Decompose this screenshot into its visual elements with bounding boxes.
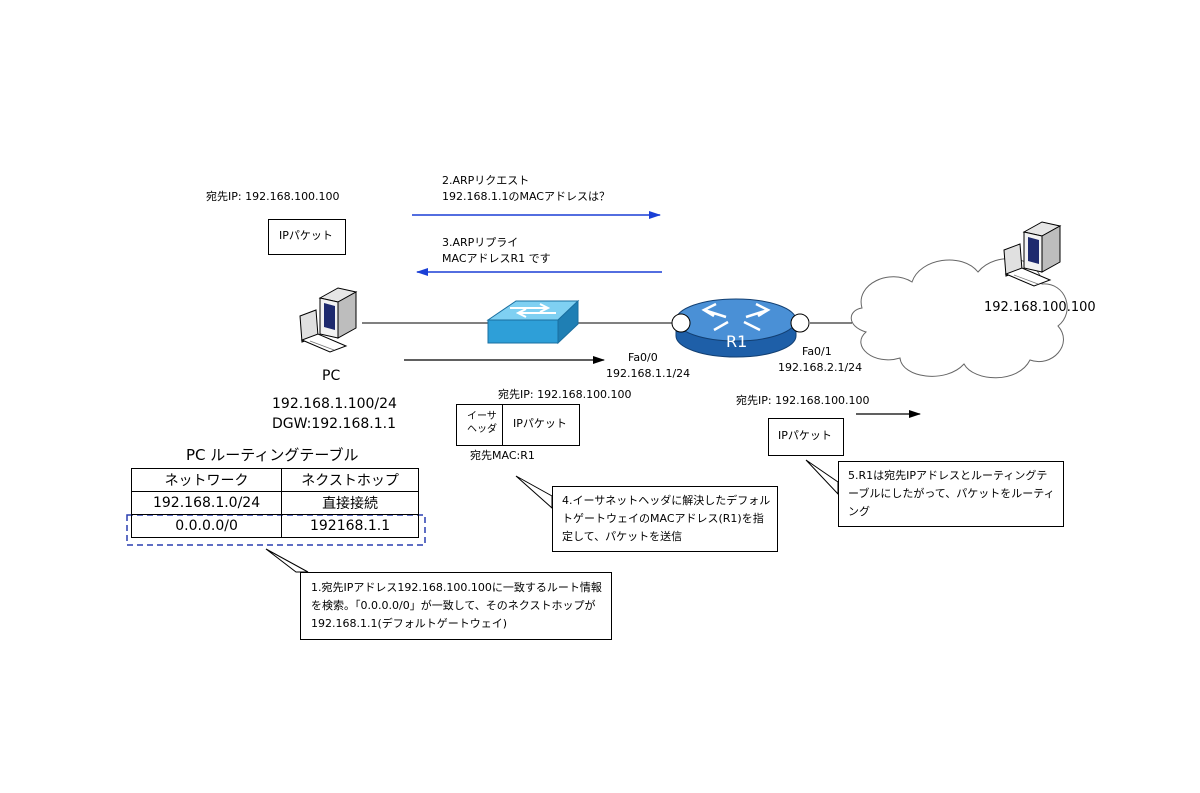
- callout5-pointer: [805, 459, 839, 496]
- ethernet-header-box: イーサ ヘッダ: [456, 404, 503, 446]
- pc-ip-address: 192.168.1.100/24: [272, 396, 397, 412]
- fa01-name: Fa0/1: [802, 345, 832, 358]
- ethernet-frame-box: イーサ ヘッダ IPパケット: [456, 404, 580, 446]
- fa00-ip: 192.168.1.1/24: [606, 367, 691, 380]
- arp-request-label: 2.ARPリクエスト: [442, 174, 530, 187]
- pc-ip-packet-box: IPパケット: [268, 219, 346, 255]
- routing-table: ネットワーク ネクストホップ 192.168.1.0/24 直接接続 0.0.0…: [130, 468, 419, 538]
- pc-label: PC: [322, 368, 341, 384]
- frame-dest-mac: 宛先MAC:R1: [470, 449, 535, 462]
- switch-icon: [486, 299, 580, 345]
- table-row: 192.168.1.0/24 直接接続: [130, 491, 419, 515]
- routing-table-title: PC ルーティングテーブル: [186, 446, 359, 464]
- frame-ip-packet-label: IPパケット: [513, 417, 567, 430]
- default-route-highlight: [126, 514, 426, 546]
- pc-dest-ip: 宛先IP: 192.168.100.100: [206, 190, 340, 203]
- arp-reply-answer: MACアドレスR1 です: [442, 252, 551, 265]
- pc-default-gateway: DGW:192.168.1.1: [272, 416, 396, 432]
- arp-request-question: 192.168.1.1のMACアドレスは？: [442, 190, 610, 203]
- callout-step1: 1.宛先IPアドレス192.168.100.100に一致するルート情報を検索。「…: [300, 572, 612, 640]
- callout4-pointer: [515, 475, 553, 510]
- row1-next-hop: 直接接続: [281, 491, 419, 515]
- row2-network: 0.0.0.0/0: [130, 514, 283, 538]
- table-row: 0.0.0.0/0 192168.1.1: [130, 514, 419, 538]
- callout-step5: 5.R1は宛先IPアドレスとルーティングテーブルにしたがって、パケットをルーティ…: [838, 461, 1064, 527]
- router-name: R1: [726, 332, 748, 351]
- row2-next-hop: 192168.1.1: [281, 514, 419, 538]
- fa00-name: Fa0/0: [628, 351, 658, 364]
- routing-table-header-row: ネットワーク ネクストホップ: [130, 468, 419, 492]
- row1-network: 192.168.1.0/24: [130, 491, 283, 515]
- callout-step1-text: 1.宛先IPアドレス192.168.100.100に一致するルート情報を検索。「…: [311, 581, 602, 630]
- remote-host-ip: 192.168.100.100: [984, 300, 1096, 315]
- forwarded-ip-packet-label: IPパケット: [778, 429, 832, 442]
- frame-dest-ip: 宛先IP: 192.168.100.100: [498, 388, 632, 401]
- forwarded-dest-ip: 宛先IP: 192.168.100.100: [736, 394, 870, 407]
- remote-computer-icon: [1003, 221, 1062, 287]
- header-next-hop: ネクストホップ: [281, 468, 419, 492]
- header-network: ネットワーク: [130, 468, 283, 492]
- eth-header-line2: ヘッダ: [467, 424, 497, 435]
- callout-step5-text: 5.R1は宛先IPアドレスとルーティングテーブルにしたがって、パケットをルーティ…: [848, 469, 1055, 518]
- pc-computer-icon: [299, 287, 358, 353]
- cloud-shape: [850, 258, 1068, 379]
- pc-ip-packet-label: IPパケット: [279, 229, 333, 242]
- fa01-ip: 192.168.2.1/24: [778, 361, 863, 374]
- fa00-port-icon: [671, 313, 691, 333]
- arp-reply-label: 3.ARPリプライ: [442, 236, 519, 249]
- callout-step4-text: 4.イーサネットヘッダに解決したデフォルトゲートウェイのMACアドレス(R1)を…: [562, 494, 771, 543]
- eth-header-line1: イーサ: [467, 411, 497, 422]
- forwarded-ip-packet-box: IPパケット: [768, 418, 844, 456]
- callout-step4: 4.イーサネットヘッダに解決したデフォルトゲートウェイのMACアドレス(R1)を…: [552, 486, 778, 552]
- fa01-port-icon: [790, 313, 810, 333]
- callout1-pointer: [265, 548, 309, 573]
